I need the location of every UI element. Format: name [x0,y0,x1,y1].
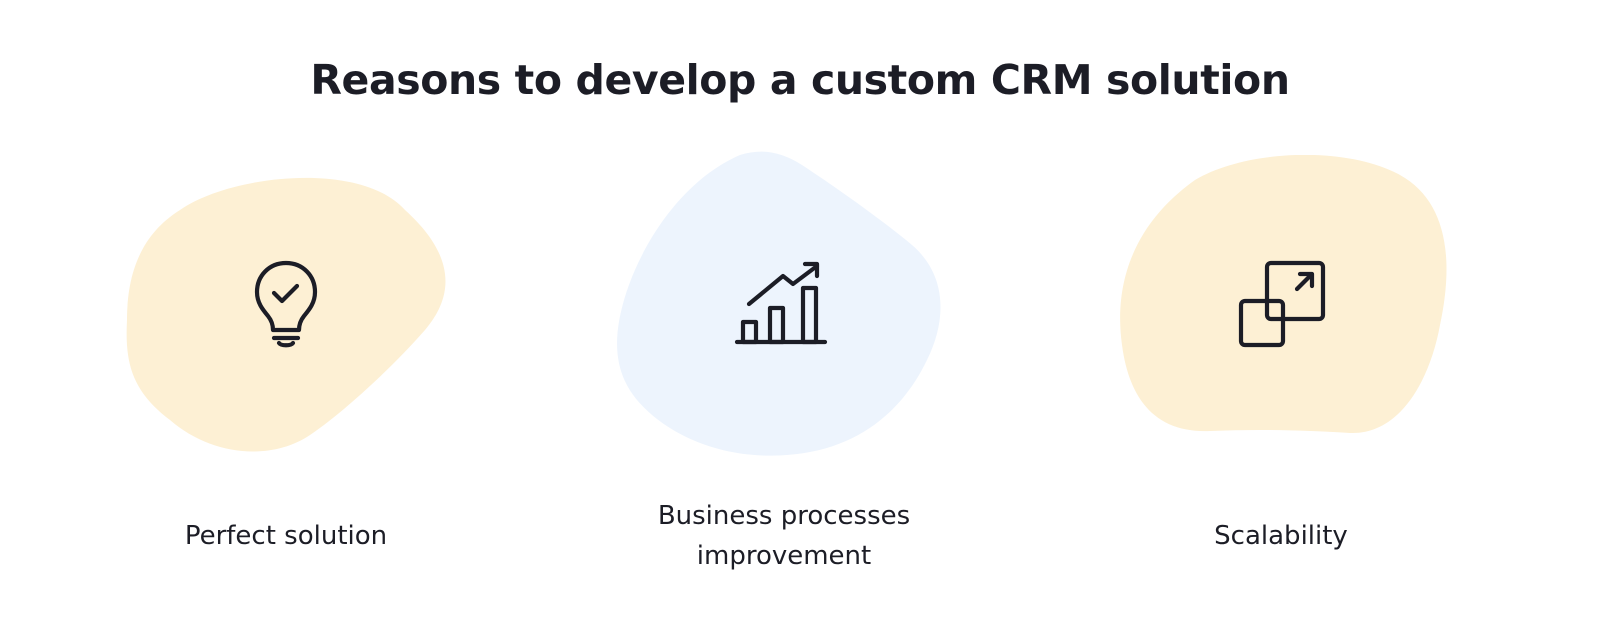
scale-up-squares-icon [1238,260,1326,348]
reason-label-scalability: Scalability [1214,521,1348,551]
lightbulb-check-icon [254,260,318,348]
reason-blob-scalability [1120,155,1447,434]
reason-label-business-processes: Business processes improvement [657,501,911,571]
reason-blob-business-processes [617,151,941,456]
reason-blob-perfect-solution [126,177,446,452]
reason-label-perfect-solution: Perfect solution [184,521,388,551]
page-title: Reasons to develop a custom CRM solution [310,56,1290,104]
growth-chart-icon [734,261,828,345]
